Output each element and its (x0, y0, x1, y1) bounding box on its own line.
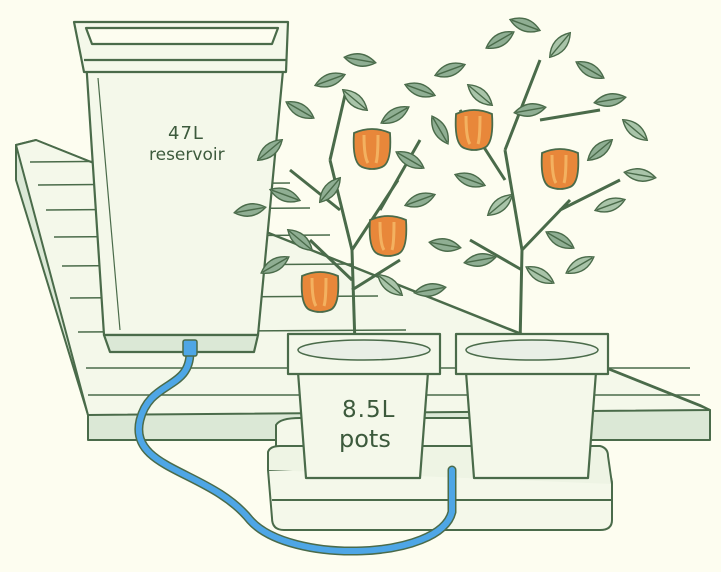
leaf (343, 51, 377, 68)
pepper-icon (354, 129, 391, 169)
reservoir-icon (74, 22, 288, 352)
leaf (523, 262, 557, 288)
leaf (619, 115, 651, 145)
leaf (593, 91, 627, 108)
reservoir-capacity-label: 47L (168, 124, 204, 144)
leaf (464, 80, 496, 110)
leaf (433, 59, 467, 81)
leaf (378, 102, 412, 128)
leaf (283, 97, 317, 123)
pepper-icon (456, 110, 493, 150)
leaf (428, 236, 462, 253)
pepper-icon (370, 216, 407, 256)
leaf (593, 194, 627, 216)
leaf (545, 29, 575, 61)
pot-name-label: pots (339, 426, 391, 452)
pot-capacity-label: 8.5L (342, 398, 395, 423)
leaf (623, 166, 657, 183)
pot-icon (456, 334, 608, 478)
leaf (393, 147, 427, 173)
reservoir-name-label: reservoir (149, 146, 225, 165)
leaf (453, 169, 487, 191)
leaf (584, 135, 616, 165)
leaf (403, 79, 437, 101)
leaf (427, 113, 453, 147)
leaf (543, 227, 577, 253)
leaf (483, 27, 517, 53)
leaf (484, 190, 516, 220)
leaf (573, 57, 607, 83)
pepper-icon (542, 149, 579, 189)
leaf (403, 189, 437, 211)
pepper-icon (302, 272, 339, 312)
leaf (313, 69, 347, 91)
leaf (563, 252, 597, 278)
